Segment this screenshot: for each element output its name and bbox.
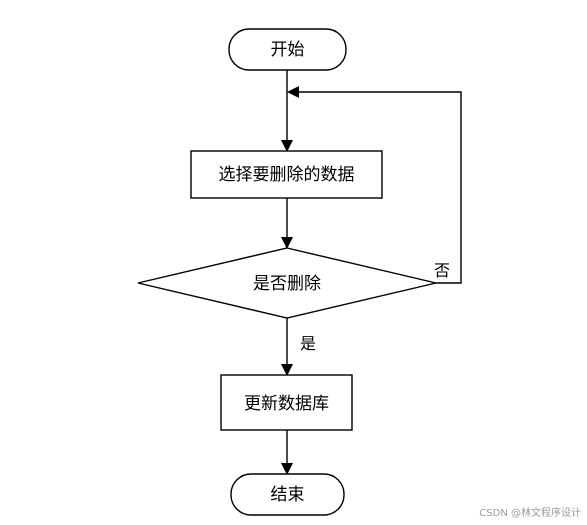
- edge-no-loop: [287, 86, 462, 284]
- watermark: CSDN @林文程序设计: [479, 508, 581, 519]
- decision-label: 是否删除: [253, 274, 321, 294]
- end-node: 结束: [230, 473, 345, 516]
- end-label: 结束: [271, 485, 305, 505]
- update-db-label: 更新数据库: [244, 394, 329, 414]
- no-label: 否: [434, 261, 450, 280]
- yes-label: 是: [300, 334, 316, 353]
- start-label: 开始: [271, 40, 305, 60]
- select-data-label: 选择要删除的数据: [219, 165, 355, 185]
- update-db-node: 更新数据库: [220, 374, 353, 431]
- select-data-node: 选择要删除的数据: [190, 150, 383, 199]
- decision-node: 是否删除: [137, 247, 437, 319]
- start-node: 开始: [228, 28, 347, 71]
